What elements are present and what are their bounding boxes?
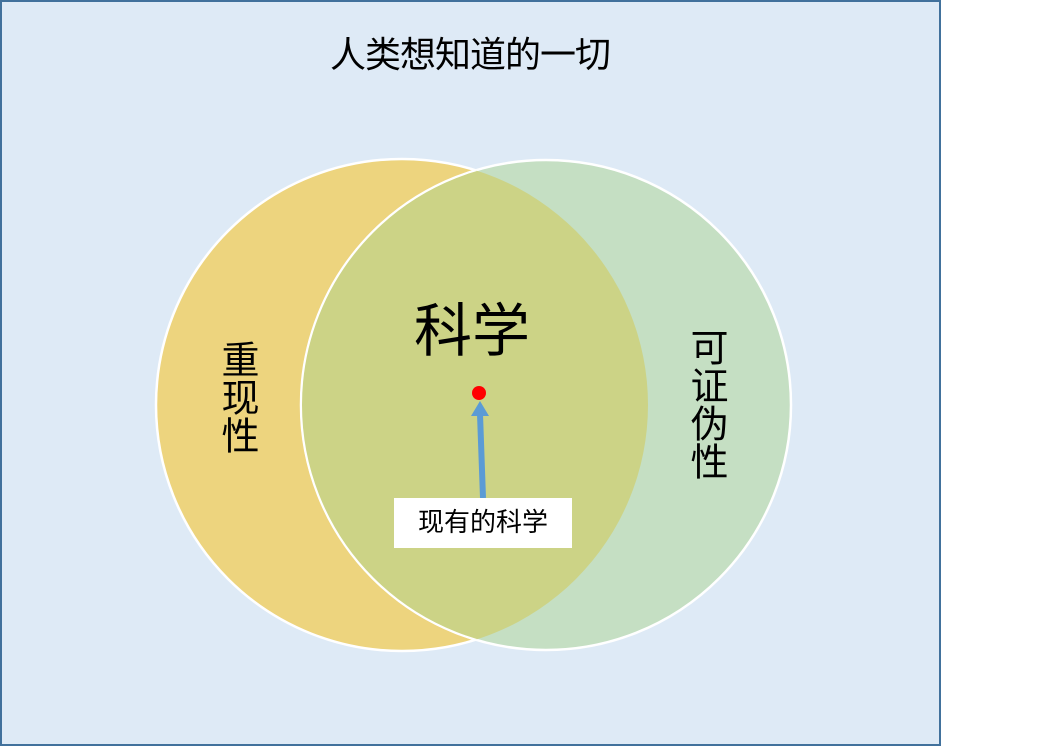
intersection-label: 科学 [413,297,530,365]
set-label-reproducibility: 重现性 [215,340,259,454]
set-label-falsifiability: 可证伪性 [684,328,728,480]
diagram-title: 人类想知道的一切 [329,35,611,76]
current-science-marker [472,386,486,400]
callout-current-science: 现有的科学 [394,498,572,548]
arrow-icon [471,401,489,499]
